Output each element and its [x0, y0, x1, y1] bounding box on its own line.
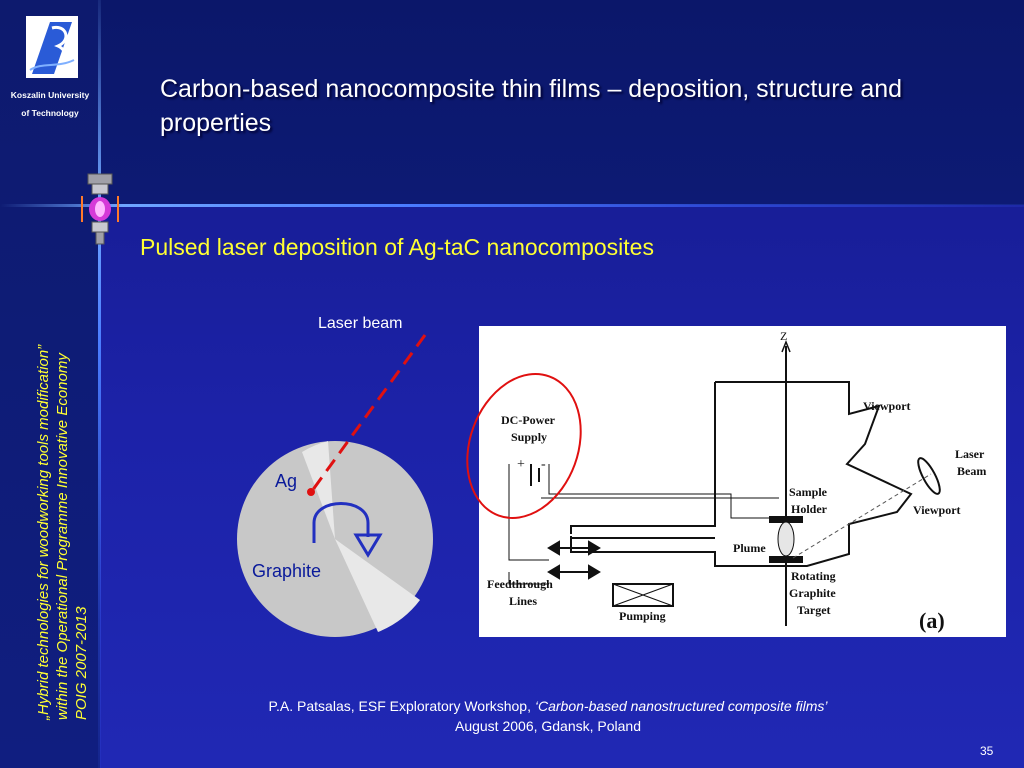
university-name-line2: of Technology [21, 108, 79, 118]
viewport-right-label: Viewport [913, 503, 961, 517]
plus-sign: + [517, 457, 525, 472]
rotating-label-line3: Target [797, 603, 831, 617]
minus-sign: - [541, 457, 546, 472]
title-area [100, 0, 1024, 205]
program-line2: within the Operational Programme Innovat… [54, 353, 71, 720]
citation-title: ‘Carbon-based nanostructured composite f… [534, 698, 828, 714]
viewport-top-label: Viewport [863, 399, 911, 413]
rotating-label-line1: Rotating [791, 569, 836, 583]
laser-beam-label: Laser beam [318, 315, 403, 332]
laser-beam-label-line1: Laser [955, 447, 985, 461]
laser-beam-label-line2: Beam [957, 464, 987, 478]
highlight-ellipse [466, 373, 582, 519]
citation-author: P.A. Patsalas, ESF Exploratory Workshop, [268, 698, 535, 714]
rotating-label-line2: Graphite [789, 586, 836, 600]
page-title: Carbon-based nanocomposite thin films – … [160, 75, 903, 137]
ag-label: Ag [275, 471, 297, 491]
pumping-label: Pumping [619, 609, 666, 623]
slide-subtitle: Pulsed laser deposition of Ag-taC nanoco… [140, 234, 654, 260]
program-line1: „Hybrid technologies for woodworking too… [35, 344, 52, 720]
program-info-vertical: „Hybrid technologies for woodworking too… [34, 250, 91, 720]
university-logo-icon [26, 16, 78, 78]
citation-line1: P.A. Patsalas, ESF Exploratory Workshop,… [100, 696, 996, 716]
rotation-arrow-icon [312, 502, 370, 543]
laser-spot [307, 488, 315, 496]
deposition-emblem-icon [81, 173, 119, 245]
plume-label: Plume [733, 541, 766, 555]
panel-tag: (a) [919, 608, 945, 633]
ag-sector-opposite [335, 539, 420, 632]
citation: P.A. Patsalas, ESF Exploratory Workshop,… [100, 696, 996, 736]
graphite-label: Graphite [252, 561, 321, 581]
laser-beam-line [310, 334, 427, 492]
ag-sector [302, 441, 335, 539]
feedthrough-label-line1: Feedthrough [487, 577, 553, 591]
page-number: 35 [980, 744, 994, 758]
university-name-line1: Koszalin University [10, 90, 90, 100]
feedthrough-label-line2: Lines [509, 594, 538, 608]
horizontal-glow-line [0, 204, 1024, 207]
schematic-drawing: Z + - [508, 329, 941, 626]
sample-holder-label-line2: Holder [791, 502, 827, 516]
dc-power-label-line1: DC-Power [501, 413, 555, 427]
citation-line2: August 2006, Gdansk, Poland [454, 718, 642, 734]
dc-power-label-line2: Supply [511, 430, 548, 444]
sample-holder-label-line1: Sample [789, 485, 828, 499]
sidebar [0, 0, 100, 768]
program-line3: POIG 2007-2013 [73, 606, 90, 720]
vertical-glow-line [98, 0, 101, 768]
rotating-target-diagram: Ag Graphite [237, 334, 433, 637]
z-axis-label: Z [780, 329, 787, 343]
